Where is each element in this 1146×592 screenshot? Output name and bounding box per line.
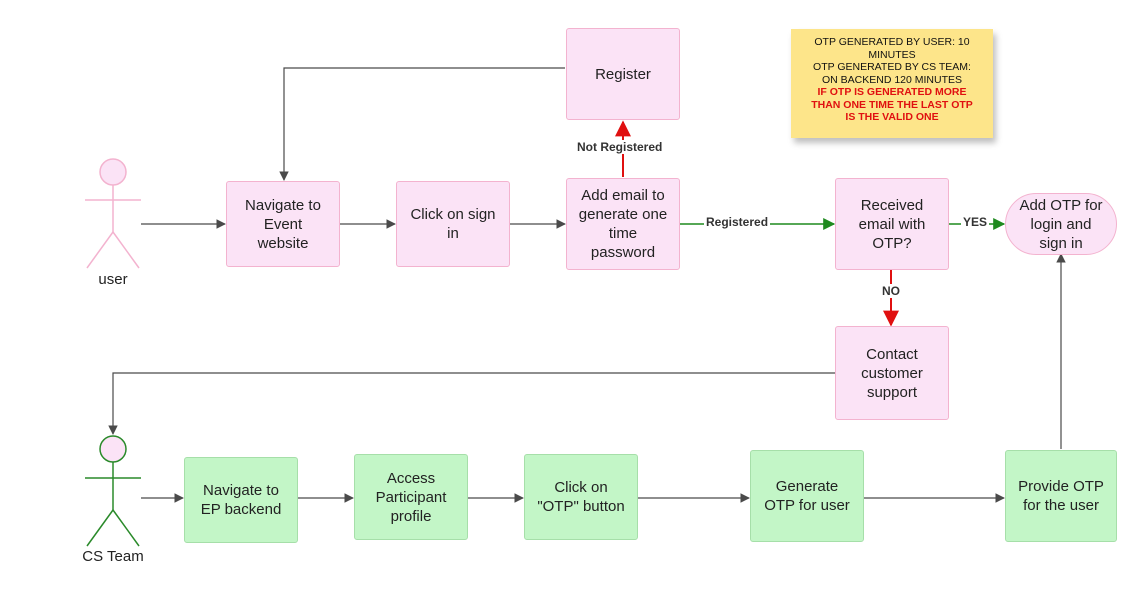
edge-label-no: NO (880, 284, 902, 298)
actor-label-cs-team: CS Team (82, 548, 144, 565)
node-generate-otp[interactable]: Generate OTP for user (750, 450, 864, 542)
edge-label-registered: Registered (704, 215, 771, 229)
node-click-otp-button[interactable]: Click on "OTP" button (524, 454, 638, 540)
node-received-email-decision[interactable]: Received email with OTP? (835, 178, 949, 270)
edge-label-not-registered: Not Registered (575, 140, 665, 154)
edge-contact-support-to-cs-team (108, 372, 835, 435)
node-click-sign-in[interactable]: Click on sign in (396, 181, 510, 267)
node-register[interactable]: Register (566, 28, 680, 120)
node-navigate-ep-backend[interactable]: Navigate to EP backend (184, 457, 298, 543)
node-access-participant-profile[interactable]: Access Participant profile (354, 454, 468, 540)
note-warning: IF OTP IS GENERATED MORE THAN ONE TIME T… (811, 86, 973, 123)
node-add-otp[interactable]: Add OTP for login and sign in (1005, 193, 1117, 255)
node-contact-support[interactable]: Contact customer support (835, 326, 949, 420)
edge-register-to-navigate (279, 67, 565, 181)
sticky-note: OTP GENERATED BY USER: 10 MINUTES OTP GE… (791, 29, 993, 138)
node-provide-otp[interactable]: Provide OTP for the user (1005, 450, 1117, 542)
user-actor-figure (85, 158, 141, 269)
node-navigate-event-website[interactable]: Navigate to Event website (226, 181, 340, 267)
edge-label-yes: YES (961, 215, 990, 229)
node-add-email[interactable]: Add email to generate one time password (566, 178, 680, 270)
note-text: OTP GENERATED BY USER: 10 MINUTES OTP GE… (813, 36, 971, 86)
actor-label-user: user (98, 271, 128, 288)
cs-team-actor-figure (85, 435, 141, 547)
